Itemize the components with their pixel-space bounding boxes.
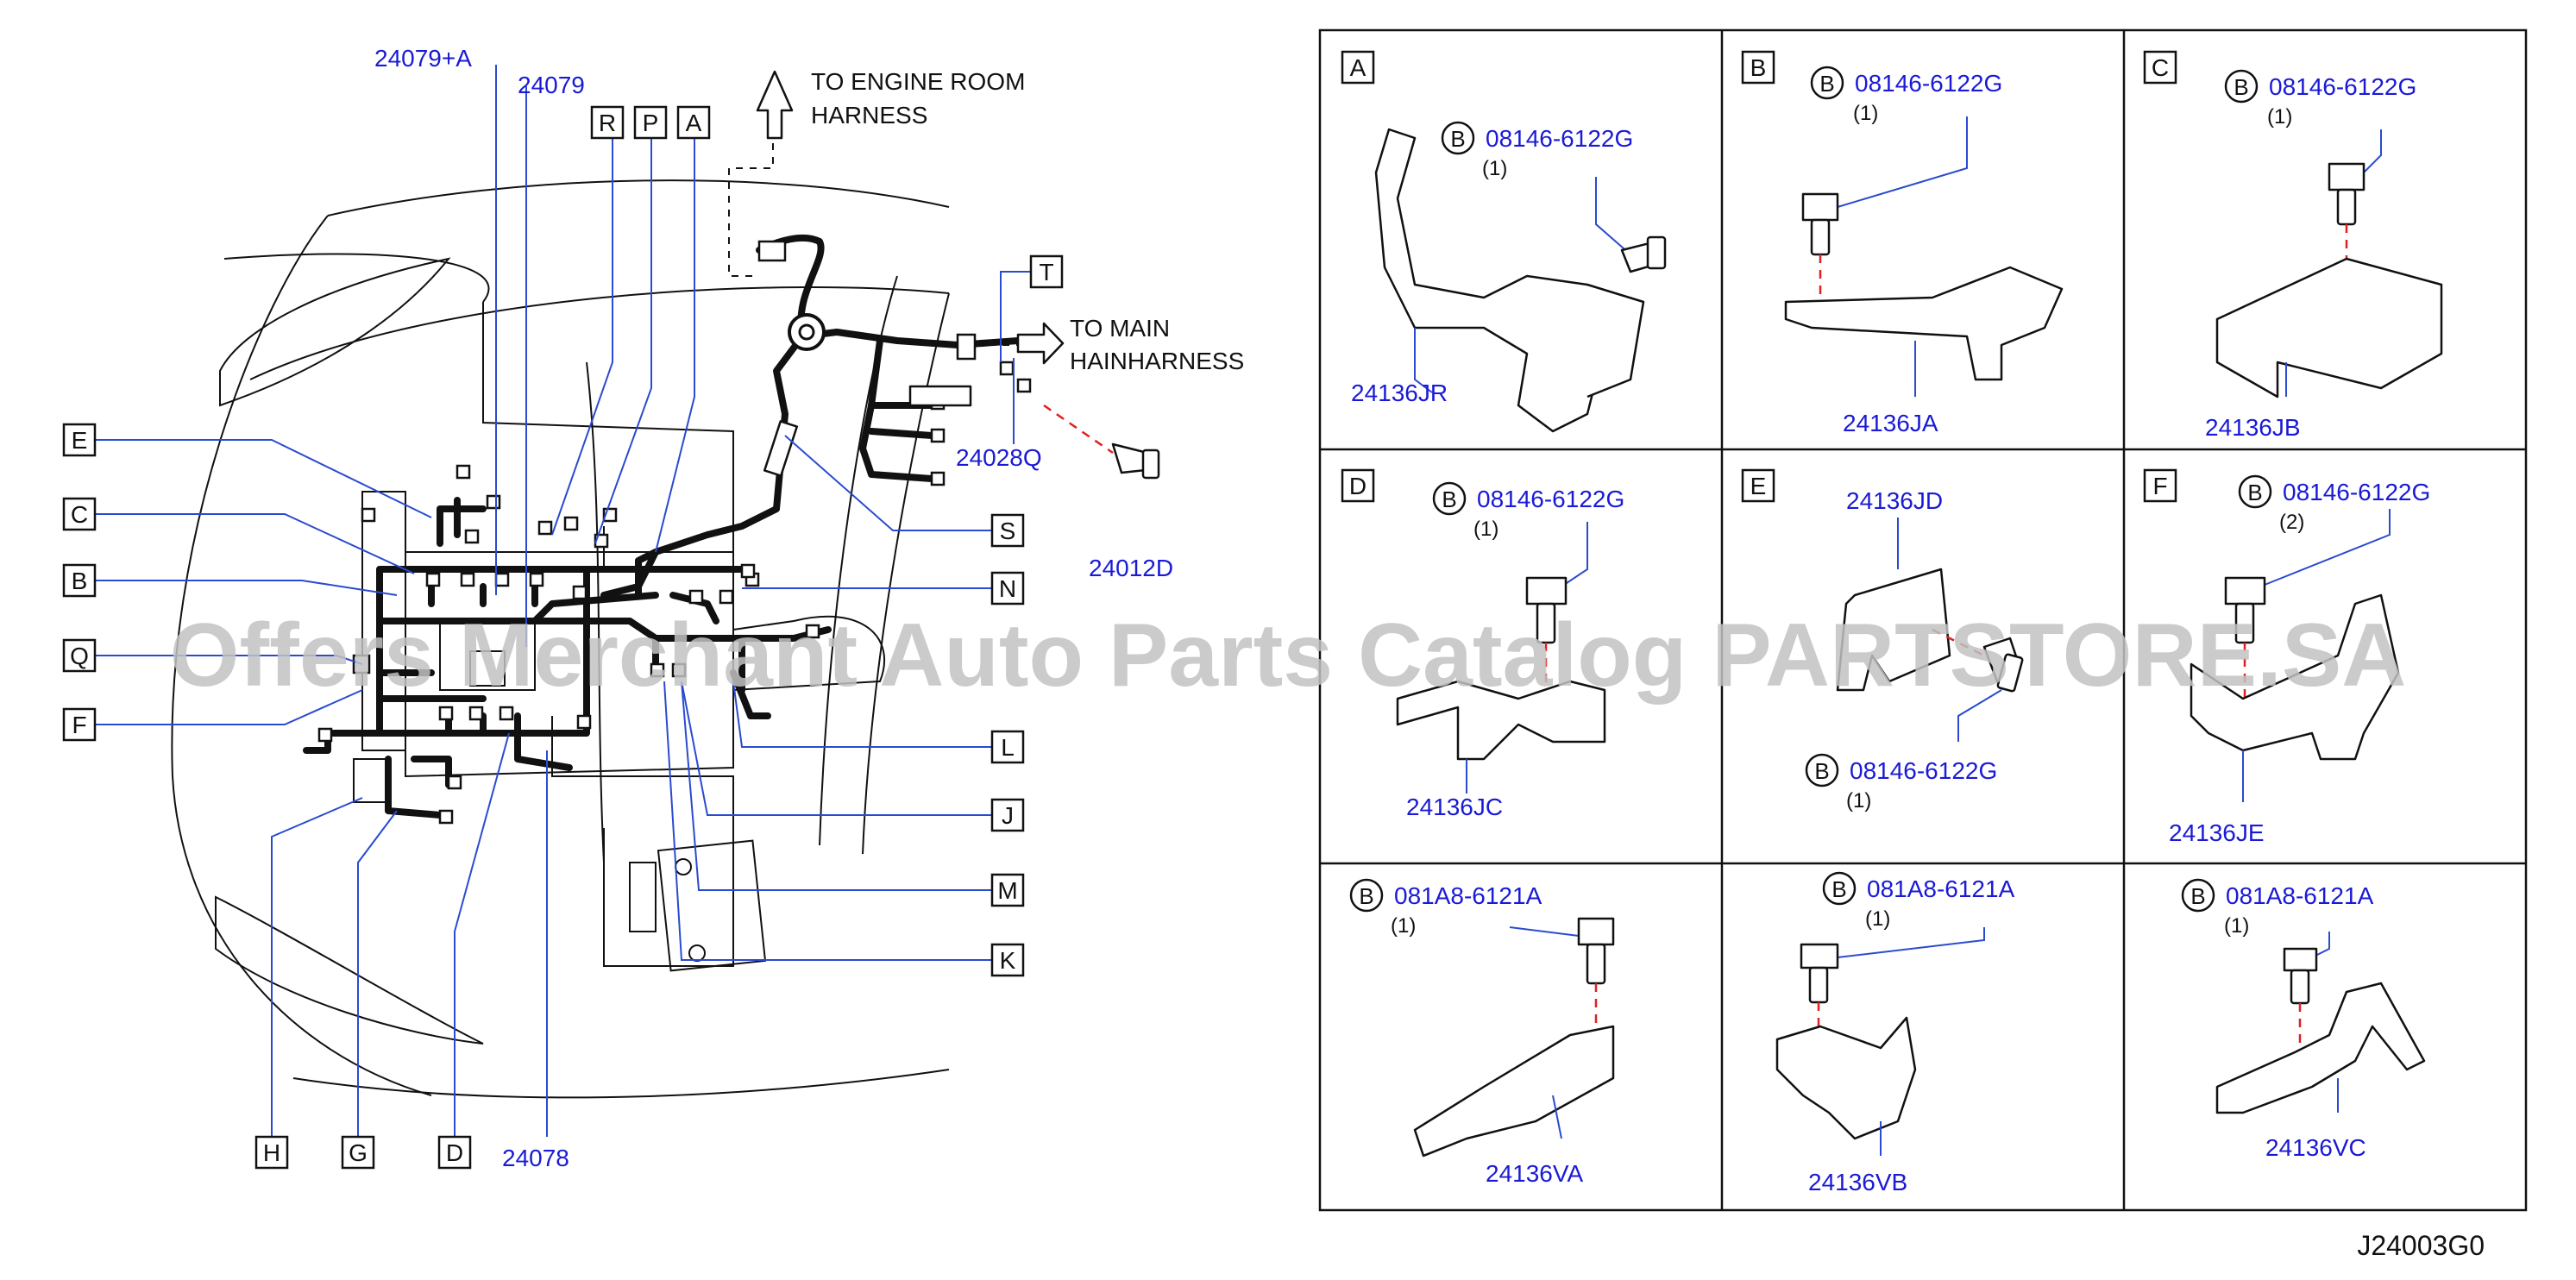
part-24079-label: 24079 bbox=[518, 72, 585, 98]
panel-d: D B 08146-6122G (1) 24136JC bbox=[1341, 468, 1624, 820]
overview-labels: 24079+A 24079 TO ENGINE ROOM HARNESS TO … bbox=[374, 45, 1244, 1171]
panel-b-marker: B bbox=[1819, 71, 1834, 97]
panel-e-qty: (1) bbox=[1846, 789, 1871, 813]
callout-L: L bbox=[1001, 734, 1015, 761]
callout-A: A bbox=[686, 110, 702, 136]
callout-C: C bbox=[71, 501, 88, 528]
panel-f: F B 08146-6122G (2) 24136JE bbox=[2143, 468, 2430, 846]
panel-va-bolt-part: 081A8-6121A bbox=[1394, 882, 1542, 909]
panel-vb-bracket-part: 24136VB bbox=[1808, 1169, 1907, 1195]
panel-vc-bolt-part: 081A8-6121A bbox=[2226, 882, 2374, 909]
panel-e: E 24136JD B 08146-6122G (1) bbox=[1741, 468, 2024, 813]
panel-d-bolt-part: 08146-6122G bbox=[1477, 486, 1624, 512]
part-24079a-label: 24079+A bbox=[374, 45, 472, 72]
panel-va-qty: (1) bbox=[1391, 914, 1416, 938]
callout-G: G bbox=[349, 1139, 368, 1166]
panel-f-marker: B bbox=[2247, 480, 2262, 505]
panel-c-qty: (1) bbox=[2267, 105, 2292, 129]
panel-vb-bolt-part: 081A8-6121A bbox=[1867, 875, 2015, 902]
callout-M: M bbox=[997, 877, 1017, 904]
detail-grid bbox=[1318, 28, 2528, 1212]
panel-a-qty: (1) bbox=[1482, 157, 1507, 180]
engine-room-note-line2: HARNESS bbox=[811, 102, 927, 129]
panel-c-letter: C bbox=[2152, 54, 2169, 81]
callout-B: B bbox=[72, 568, 88, 594]
watermark-text: Offers Merchant Auto Parts Catalog PARTS… bbox=[170, 605, 2407, 706]
panel-e-bolt-part: 08146-6122G bbox=[1850, 757, 1997, 784]
panel-b-qty: (1) bbox=[1853, 102, 1878, 125]
panel-c-marker: B bbox=[2234, 74, 2248, 100]
part-24078-label: 24078 bbox=[502, 1145, 569, 1171]
callout-J: J bbox=[1002, 802, 1014, 829]
panel-va-marker: B bbox=[1359, 883, 1373, 909]
panel-f-qty: (2) bbox=[2279, 511, 2304, 534]
panel-d-marker: B bbox=[1442, 486, 1456, 512]
panel-va-bracket-part: 24136VA bbox=[1486, 1160, 1583, 1187]
callout-D: D bbox=[446, 1139, 463, 1166]
panel-d-letter: D bbox=[1349, 473, 1367, 499]
panel-c-bolt-part: 08146-6122G bbox=[2269, 73, 2416, 100]
callout-P: P bbox=[643, 110, 659, 136]
panel-f-bracket-part: 24136JE bbox=[2169, 819, 2265, 846]
harness-overview bbox=[86, 65, 1160, 1137]
callout-K: K bbox=[1000, 947, 1016, 974]
callout-boxes: R P A T S N L J M K E C B Q F H G D bbox=[62, 105, 1064, 1170]
panel-b-bolt-part: 08146-6122G bbox=[1855, 70, 2002, 97]
callout-S: S bbox=[1000, 518, 1016, 544]
panel-vb-marker: B bbox=[1831, 876, 1846, 902]
panel-vc-qty: (1) bbox=[2224, 914, 2249, 938]
panel-e-bracket-part: 24136JD bbox=[1846, 487, 1943, 514]
panel-f-letter: F bbox=[2152, 473, 2167, 499]
panel-b-bracket-part: 24136JA bbox=[1843, 410, 1938, 436]
panel-e-letter: E bbox=[1750, 473, 1767, 499]
diagram-code: J24003G0 bbox=[2357, 1230, 2485, 1261]
callout-R: R bbox=[599, 110, 616, 136]
main-harness-note-line2: HAINHARNESS bbox=[1070, 348, 1244, 374]
panel-d-qty: (1) bbox=[1473, 518, 1498, 541]
callout-F: F bbox=[72, 712, 86, 738]
panel-f-bolt-part: 08146-6122G bbox=[2283, 479, 2430, 505]
panel-d-bracket-part: 24136JC bbox=[1406, 794, 1503, 820]
panel-b-letter: B bbox=[1750, 54, 1767, 81]
panel-c: C B 08146-6122G (1) 24136JB bbox=[2143, 50, 2443, 441]
callout-T: T bbox=[1039, 259, 1053, 285]
panel-va: B 081A8-6121A (1) 24136VA bbox=[1349, 878, 1615, 1187]
panel-e-marker: B bbox=[1814, 758, 1829, 784]
callout-E: E bbox=[72, 427, 88, 454]
part-24012d-label: 24012D bbox=[1089, 555, 1173, 581]
main-harness-note-line1: TO MAIN bbox=[1070, 315, 1170, 342]
panel-vc: B 081A8-6121A (1) 24136VC bbox=[2181, 878, 2426, 1161]
panel-a-letter: A bbox=[1350, 54, 1367, 81]
panel-vc-marker: B bbox=[2190, 883, 2205, 909]
engine-room-note-line1: TO ENGINE ROOM bbox=[811, 68, 1025, 95]
panel-b: B B 08146-6122G (1) 24136JA bbox=[1741, 50, 2064, 436]
panel-vb: B 081A8-6121A (1) 24136VB bbox=[1775, 871, 2015, 1195]
panel-a-bolt-part: 08146-6122G bbox=[1486, 125, 1633, 152]
callout-N: N bbox=[999, 575, 1016, 602]
panel-c-bracket-part: 24136JB bbox=[2205, 414, 2301, 441]
callout-Q: Q bbox=[70, 643, 89, 669]
panel-vb-qty: (1) bbox=[1865, 907, 1890, 931]
part-24028q-label: 24028Q bbox=[956, 444, 1042, 471]
panel-a-bracket-part: 24136JR bbox=[1351, 380, 1448, 406]
panel-a: A B 08146-6122G (1) 24136JR bbox=[1341, 50, 1667, 433]
callout-H: H bbox=[263, 1139, 280, 1166]
panel-vc-bracket-part: 24136VC bbox=[2265, 1134, 2366, 1161]
panel-a-marker: B bbox=[1450, 126, 1465, 152]
